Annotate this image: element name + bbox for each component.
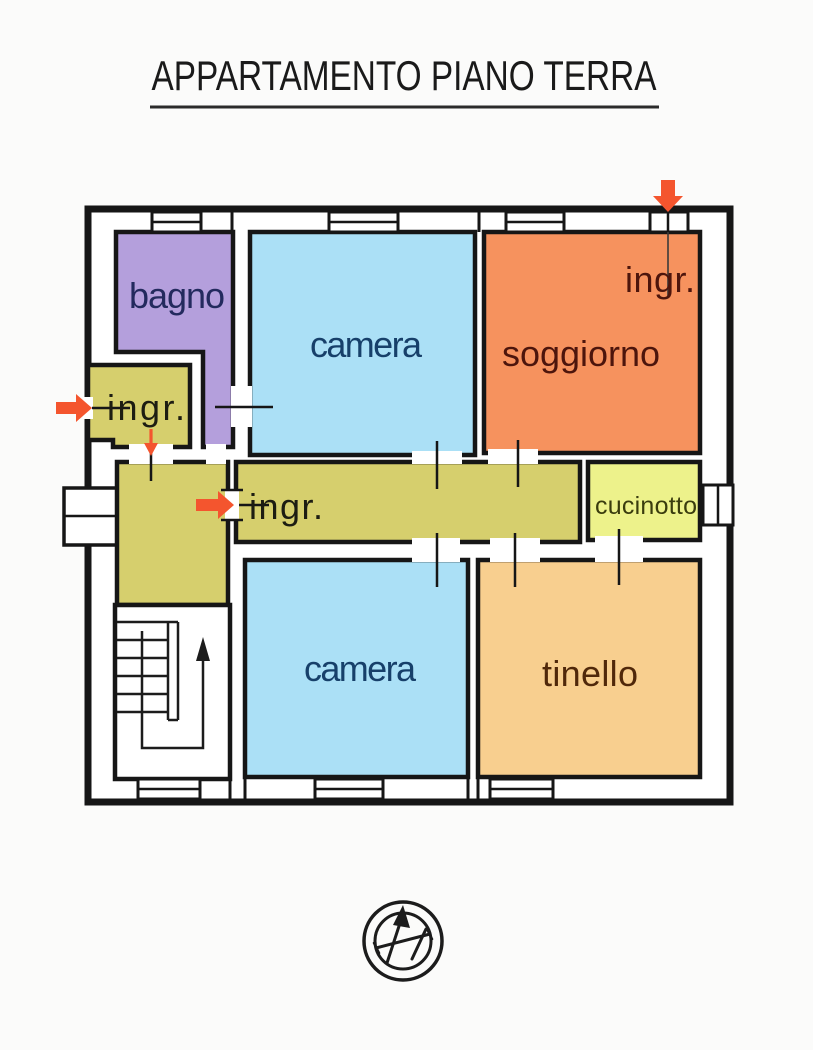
- compass-north-icon: [362, 900, 444, 982]
- entrance-arrow-corridor-icon: [196, 491, 234, 519]
- door-camera-top-bagno-hall: [215, 386, 273, 427]
- entrance-arrow-left-icon: [56, 394, 92, 422]
- doors-layer: [83, 232, 669, 587]
- door-arrow-down-icon: [144, 429, 158, 456]
- entrance-arrows: [56, 180, 683, 519]
- label-soggiorno: soggiorno: [502, 333, 660, 374]
- window-bottom-tinello: [488, 777, 555, 801]
- room-ingresso-laterale: [85, 362, 193, 450]
- label-corridoio-ingresso: ingr.: [249, 486, 323, 527]
- label-tinello: tinello: [542, 653, 638, 694]
- wall-connectors: [228, 211, 481, 799]
- stairwell: [112, 602, 233, 782]
- windows-layer: [136, 210, 735, 801]
- entrance-arrow-top-icon: [653, 180, 683, 212]
- room-camera-top: [247, 229, 478, 458]
- window-right-cucinotto: [701, 483, 735, 527]
- window-top-soggiorno: [504, 210, 566, 234]
- stair-rail: [166, 622, 180, 722]
- door-soggiorno-corridoio: [488, 440, 538, 487]
- window-bottom-stairwell: [136, 777, 202, 801]
- room-disimpegno: [114, 459, 231, 608]
- rooms-layer: [85, 229, 703, 782]
- window-top-bagno: [150, 210, 203, 234]
- window-top-camera: [327, 210, 400, 234]
- door-camera-top-corridoio: [412, 441, 462, 489]
- stair-direction-arrow-icon: [140, 631, 210, 750]
- label-camera-bottom: camera: [304, 648, 417, 689]
- door-cucinotto-tinello: [595, 529, 643, 585]
- room-cucinotto: [585, 459, 703, 543]
- entrance-door-top: [648, 210, 690, 234]
- door-corridoio-camera-bottom: [412, 533, 460, 587]
- label-bagno: bagno: [129, 275, 225, 316]
- title-block: APPARTAMENTO PIANO TERRA: [150, 52, 659, 109]
- room-camera-bottom: [242, 557, 471, 780]
- room-labels: bagno camera soggiorno ingr. ingr. ingr.…: [107, 259, 697, 694]
- label-ingresso-soggiorno: ingr.: [625, 259, 695, 300]
- room-tinello: [475, 557, 703, 780]
- label-cucinotto: cucinotto: [595, 492, 697, 520]
- label-ingresso-laterale: ingr.: [107, 387, 185, 428]
- page-title: APPARTAMENTO PIANO TERRA: [152, 52, 657, 99]
- door-bagno-disimpegno: [206, 444, 226, 464]
- label-camera-top: camera: [310, 324, 423, 365]
- door-corridoio-tinello: [490, 533, 540, 587]
- window-bottom-camera: [313, 777, 385, 801]
- staircase: [117, 620, 210, 750]
- room-soggiorno: [481, 229, 703, 456]
- window-left-bay: [62, 486, 119, 547]
